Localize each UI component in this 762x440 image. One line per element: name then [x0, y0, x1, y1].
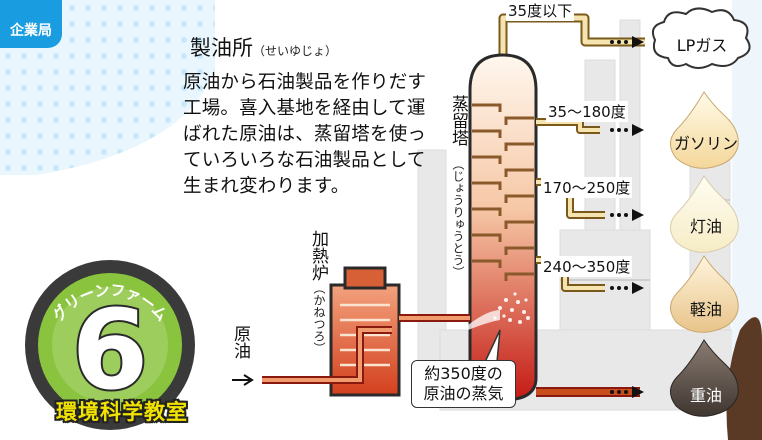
corner-tag [0, 0, 62, 48]
kerosene-drop-icon [670, 175, 739, 253]
corner-tag-label: 企業局 [10, 23, 52, 39]
vapor-line1: 約350度の [424, 364, 503, 383]
furnace-label: 加熱炉 [308, 230, 328, 281]
furnace-reading: （かねつろ） [312, 282, 326, 354]
tower-reading: （じょうりゅうとう） [451, 158, 465, 278]
gasoline-drop-icon [670, 91, 739, 169]
product-kerosene: 灯油 [689, 217, 722, 236]
title-text: 製油所 [190, 36, 253, 60]
page-title: 製油所（せいゆじょ） [190, 32, 337, 62]
crude-input-label: 原油 [230, 325, 250, 359]
temp-label-gasoline: 35〜180度 [546, 101, 628, 122]
description-text: 原油から石油製品を作りだす工場。喜入基地を経由して運ばれた原油は、蒸留塔を使って… [183, 72, 427, 197]
tower-label: 蒸留塔 [448, 95, 468, 146]
temp-label-diesel: 240〜350度 [541, 256, 633, 277]
title-reading: （せいゆじょ） [253, 44, 338, 58]
product-gasoline: ガソリン [673, 134, 738, 153]
vapor-line2: 原油の蒸気 [423, 384, 504, 403]
product-lpgas: LPガス [676, 36, 728, 55]
vapor-callout: 約350度の 原油の蒸気 [411, 360, 516, 408]
badge-number: 6 [72, 286, 149, 414]
product-heavy-oil: 重油 [689, 386, 722, 405]
badge-banner: 環境科学教室 [56, 400, 188, 424]
product-diesel: 軽油 [689, 300, 722, 319]
temp-label-lpgas: 35度以下 [506, 0, 575, 21]
temp-label-kerosene: 170〜250度 [541, 177, 633, 198]
lpgas-cloud-icon [651, 7, 751, 69]
heavy-oil-drop-icon [670, 339, 739, 417]
diesel-drop-icon [670, 255, 739, 333]
